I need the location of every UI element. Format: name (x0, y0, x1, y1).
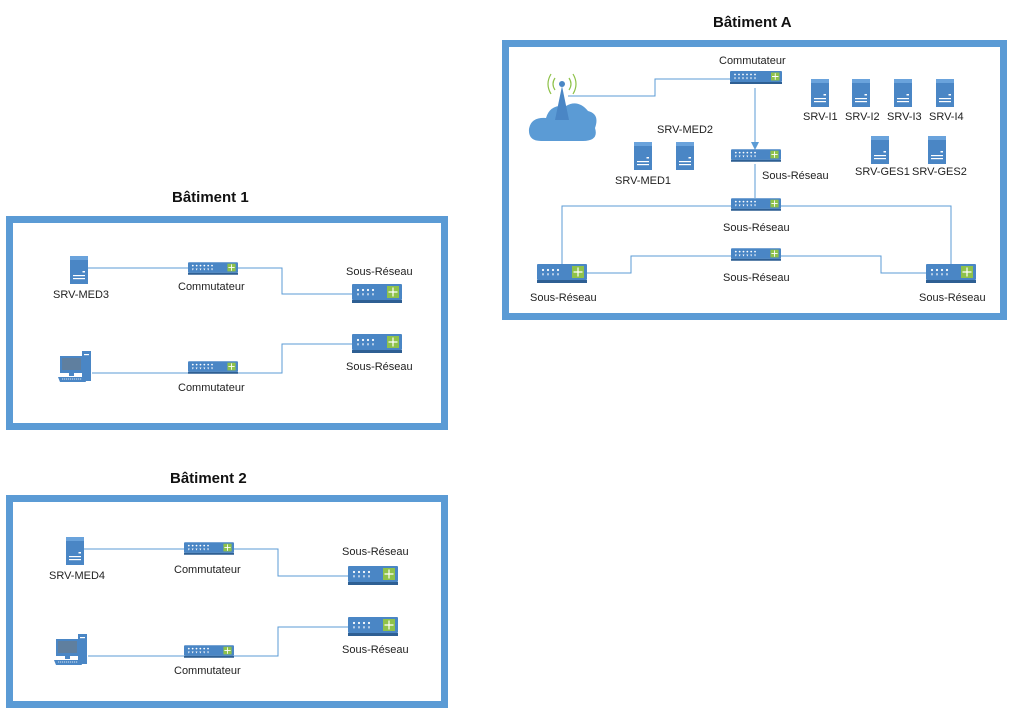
arrowhead (751, 142, 759, 150)
label-srv-ges2: SRV-GES2 (912, 166, 967, 178)
label-subnet-right: Sous-Réseau (919, 292, 986, 304)
computer-icon (58, 351, 92, 383)
label-srv-i2: SRV-I2 (845, 111, 880, 123)
switch-icon (352, 334, 402, 354)
label-switch2: Commutateur (178, 382, 245, 394)
server-icon (676, 142, 694, 170)
cloud-icon (528, 103, 597, 141)
label-srv-i1: SRV-I1 (803, 111, 838, 123)
label-switch-top: Commutateur (719, 55, 786, 67)
building-1-title: Bâtiment 1 (172, 189, 249, 206)
link-switch2-subnet2 (238, 343, 352, 374)
building-2-frame (6, 495, 448, 708)
link-mid-right (780, 255, 927, 274)
link-main-right (780, 205, 952, 265)
label-srv-med2: SRV-MED2 (657, 124, 714, 136)
switch-icon (348, 617, 398, 637)
switch-icon (188, 361, 238, 375)
server-icon (634, 142, 652, 170)
switch-icon (926, 264, 976, 284)
switch-icon (184, 645, 234, 659)
label-subnet2: Sous-Réseau (346, 361, 413, 373)
link-switch2-subnet2 (234, 626, 348, 657)
label-switch2: Commutateur (174, 665, 241, 677)
switch-icon (352, 284, 402, 304)
server-icon (894, 79, 912, 107)
switch-icon (730, 70, 782, 85)
switch-icon (537, 264, 587, 284)
server-icon (811, 79, 829, 107)
building-1-frame (6, 216, 448, 430)
label-subnet1: Sous-Réseau (342, 546, 409, 558)
label-subnet-main: Sous-Réseau (723, 222, 790, 234)
computer-icon (54, 634, 88, 666)
server-icon (852, 79, 870, 107)
label-srv-i4: SRV-I4 (929, 111, 964, 123)
link-switch1-subnet1 (234, 548, 348, 577)
label-srv-med1: SRV-MED1 (615, 175, 672, 187)
server-icon (871, 136, 889, 164)
label-subnet-center: Sous-Réseau (762, 170, 829, 182)
label-subnet-left: Sous-Réseau (530, 292, 597, 304)
switch-icon (731, 248, 781, 262)
link-main-left (561, 205, 733, 265)
server-icon (936, 79, 954, 107)
server-icon (928, 136, 946, 164)
label-subnet1: Sous-Réseau (346, 266, 413, 278)
link-antenna-switch (568, 78, 730, 97)
label-subnet-mid: Sous-Réseau (723, 272, 790, 284)
link-switch1-subnet1 (238, 267, 352, 295)
label-srv-ges1: SRV-GES1 (855, 166, 910, 178)
server-icon (70, 256, 88, 284)
building-a-title: Bâtiment A (713, 14, 792, 31)
label-switch1: Commutateur (178, 281, 245, 293)
building-2-title: Bâtiment 2 (170, 470, 247, 487)
label-switch1: Commutateur (174, 564, 241, 576)
antenna-icon (547, 73, 577, 120)
link-left-mid (585, 255, 733, 274)
switch-icon (188, 262, 238, 276)
switch-icon (184, 542, 234, 556)
switch-icon (348, 566, 398, 586)
label-srv-i3: SRV-I3 (887, 111, 922, 123)
switch-icon (731, 149, 781, 163)
label-server: SRV-MED4 (49, 570, 106, 582)
switch-icon (731, 198, 781, 212)
label-subnet2: Sous-Réseau (342, 644, 409, 656)
server-icon (66, 537, 84, 565)
label-server: SRV-MED3 (53, 289, 110, 301)
